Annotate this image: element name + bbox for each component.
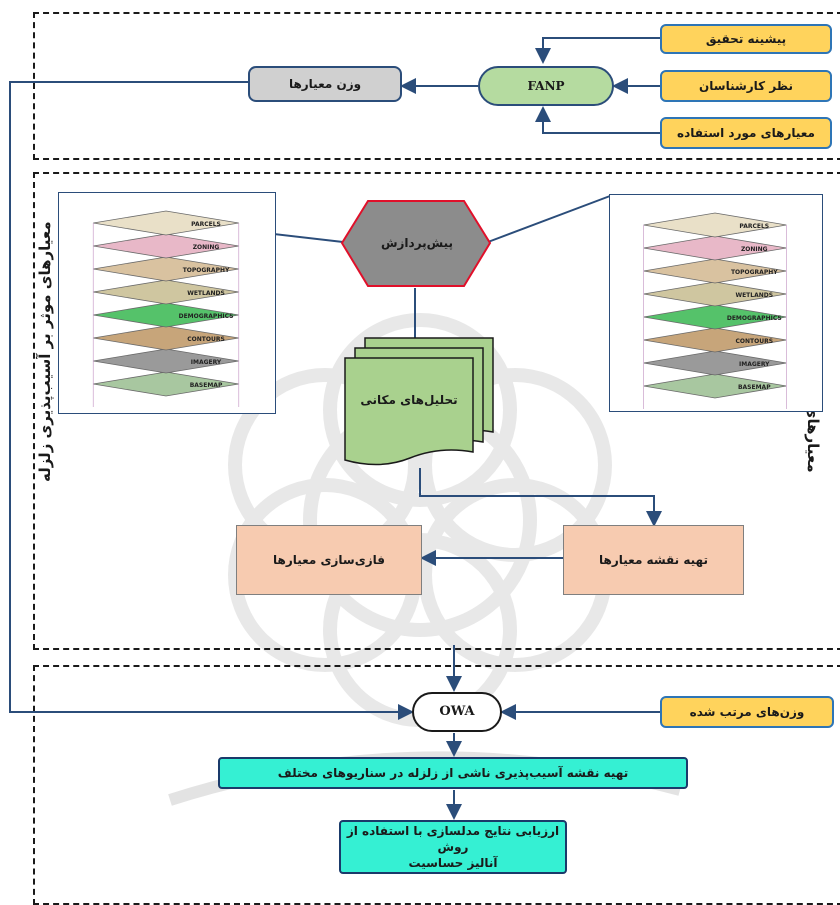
map-layer-basemap (643, 373, 787, 399)
layer-label-wetlands: WETLANDS (187, 290, 225, 297)
layer-label-contours: CONTOURS (187, 336, 225, 343)
fuzzy-criteria-box: فازی‌سازی معیارها (236, 525, 422, 595)
spatial-analysis-label: تحلیل‌های مکانی (360, 393, 458, 407)
criteria-map-box: تهیه نقشه معیارها (563, 525, 744, 595)
layer-stack-right: BASEMAP IMAGERY CONTOURS DEMOGRAPHICS WETLAN… (609, 194, 823, 412)
map-layer-topography (93, 256, 239, 282)
map-layer-wetlands (643, 281, 787, 307)
map-layer-contours (93, 325, 239, 351)
layer-label-parcels: PARCELS (191, 221, 221, 228)
layer-label-zoning: ZONING (193, 244, 220, 251)
layer-label-imagery: IMAGERY (739, 361, 770, 368)
source-criteria: معیارهای مورد استفاده (660, 117, 832, 149)
layer-stack-left: BASEMAP IMAGERY CONTOURS DEMOGRAPHICS WETLAN… (58, 192, 276, 414)
preprocess-label: پیش‌پردازش (380, 236, 454, 250)
layer-label-topography: TOPOGRAPHY (183, 267, 230, 274)
map-layer-parcels (93, 210, 239, 236)
source-literature: پیشینه تحقیق (660, 24, 832, 54)
map-layer-imagery (643, 350, 787, 376)
layer-label-wetlands: WETLANDS (735, 292, 773, 299)
map-layer-wetlands (93, 279, 239, 305)
layer-label-demographics: DEMOGRAPHICS (179, 313, 234, 320)
map-layer-parcels (643, 212, 787, 238)
layer-label-basemap: BASEMAP (738, 384, 771, 391)
source-experts: نظر کارشناسان (660, 70, 832, 102)
owa-node: OWA (412, 692, 502, 732)
layer-label-basemap: BASEMAP (190, 382, 223, 389)
layer-label-topography: TOPOGRAPHY (731, 269, 778, 276)
evaluation-line-1: ارزیابی نتایج مدلسازی با استفاده از روش (346, 824, 560, 854)
map-layer-demographics (643, 304, 787, 330)
ordered-weights-box: وزن‌های مرتب شده (660, 696, 834, 728)
middle-section-frame (33, 172, 840, 650)
map-layer-contours (643, 327, 787, 353)
map-layer-topography (643, 258, 787, 284)
top-section-frame (33, 12, 840, 160)
fanp-node: FANP (478, 66, 614, 106)
gis-layers-left: BASEMAP IMAGERY CONTOURS DEMOGRAPHICS WETLAN… (92, 210, 240, 407)
map-layer-zoning (93, 233, 239, 259)
vulnerability-map-box: تهیه نقشه آسیب‌پذیری ناشی از زلزله در سن… (218, 757, 688, 789)
layer-label-parcels: PARCELS (739, 223, 769, 230)
layer-label-imagery: IMAGERY (191, 359, 222, 366)
map-layer-basemap (93, 371, 239, 397)
criteria-weights-box: وزن معیارها (248, 66, 402, 102)
evaluation-box: ارزیابی نتایج مدلسازی با استفاده از روش … (339, 820, 567, 874)
map-layer-demographics (93, 302, 239, 328)
evaluation-line-2: آنالیز حساسیت (408, 856, 498, 870)
map-layer-zoning (643, 235, 787, 261)
layer-label-contours: CONTOURS (735, 338, 773, 345)
layer-label-zoning: ZONING (741, 246, 768, 253)
map-layer-imagery (93, 348, 239, 374)
gis-layers-right: BASEMAP IMAGERY CONTOURS DEMOGRAPHICS WETLAN… (643, 212, 787, 409)
layer-label-demographics: DEMOGRAPHICS (727, 315, 782, 322)
